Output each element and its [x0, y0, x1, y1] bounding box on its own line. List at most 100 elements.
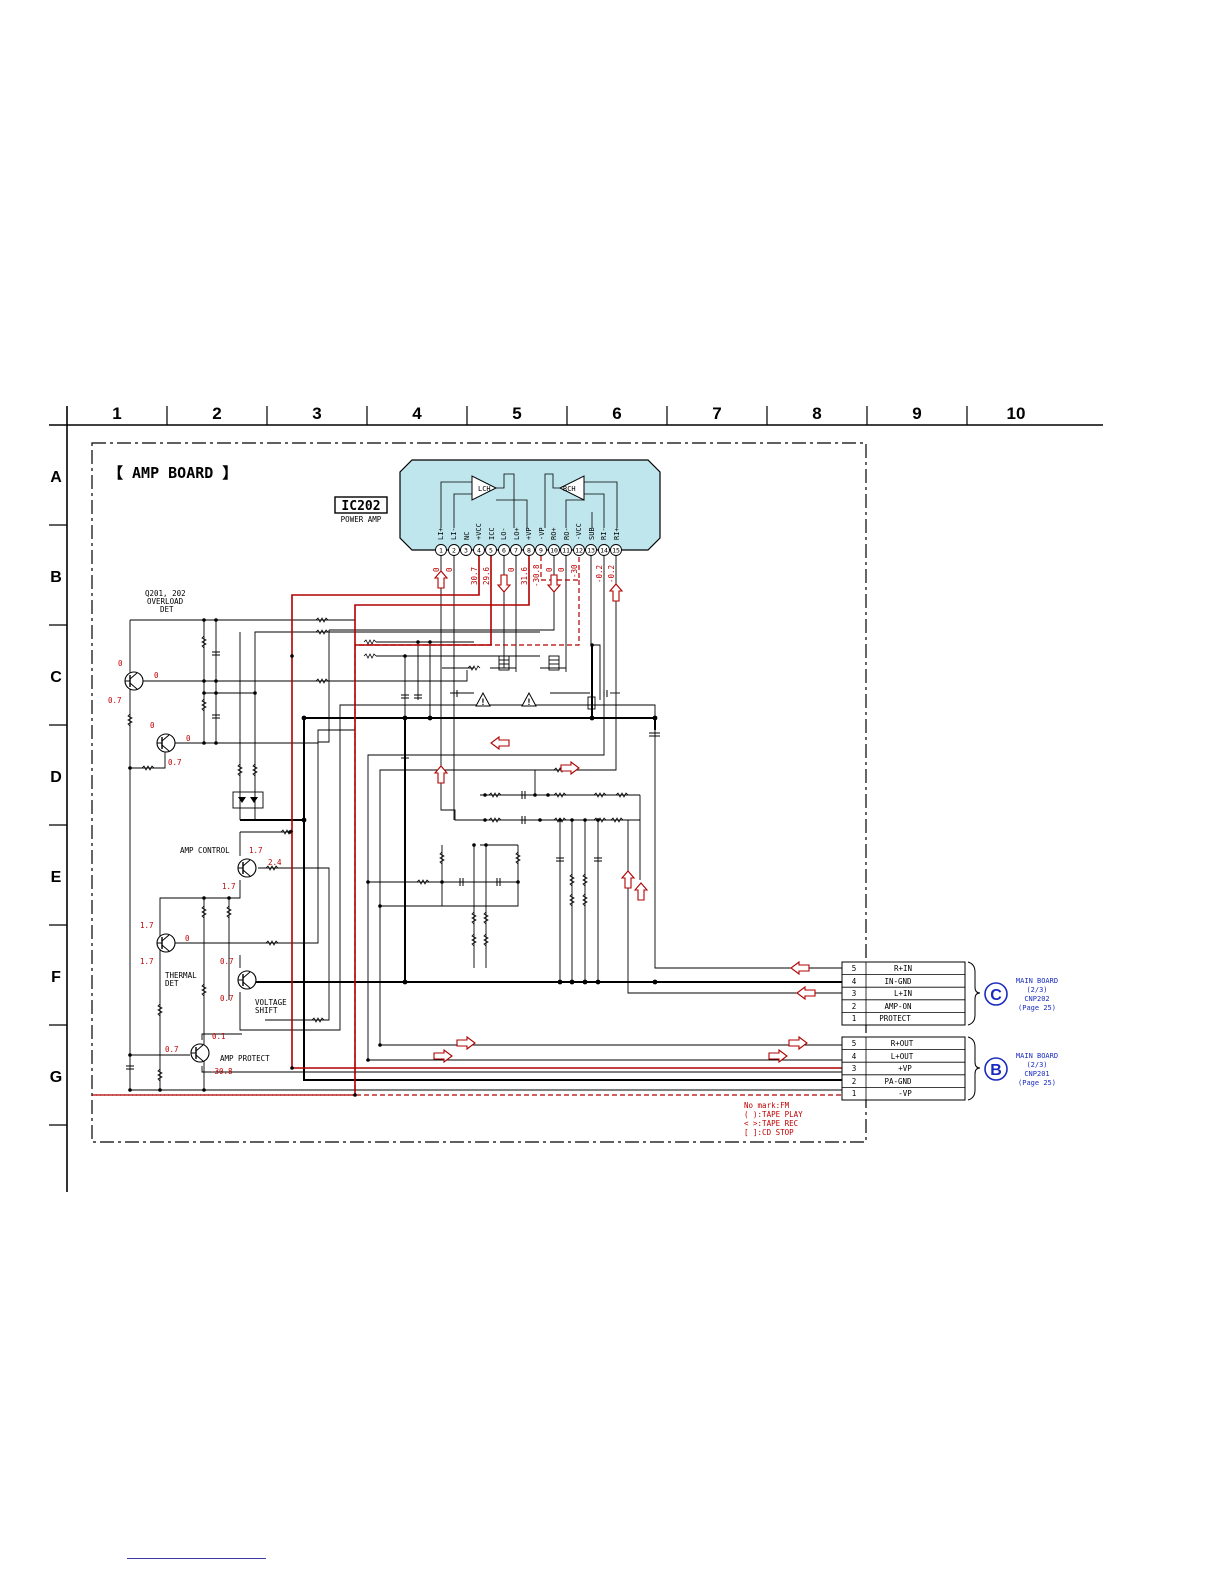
- cnc-pin-5: 5: [852, 964, 857, 973]
- pin-13-num: 13: [587, 547, 595, 555]
- cnb-pin-3: 3: [852, 1064, 857, 1073]
- transistor-voltages: 0 0.7 0 0 0 0.7 1.7 2.4 1.7 1.7 0 1.7 0.…: [108, 659, 282, 1076]
- grid-col-1: 1: [112, 404, 121, 423]
- pin-14-voltage: -0.2: [595, 565, 604, 583]
- pin-2-label: LI-: [450, 527, 458, 540]
- cnb-pin-5: 5: [852, 1039, 857, 1048]
- cnb-pin-1: 1: [852, 1089, 857, 1098]
- cnc-pin-3: 3: [852, 989, 857, 998]
- junction-dots: [128, 618, 658, 1097]
- pin-11-voltage: 0: [557, 567, 566, 572]
- pin-4-num: 4: [477, 547, 481, 555]
- overload-label-a: Q201, 202: [145, 589, 186, 598]
- grid-col-2: 2: [212, 404, 221, 423]
- pin-14-label: RI-: [600, 527, 608, 540]
- cnc-sig-5: R+IN: [894, 964, 912, 973]
- pin-1-num: 1: [439, 547, 443, 555]
- v-ac-e: 2.4: [268, 858, 282, 867]
- board-title: 【 AMP BOARD 】: [108, 464, 237, 482]
- v-ap-b: 0.7: [165, 1045, 179, 1054]
- cnc-pin-4: 4: [852, 977, 857, 986]
- cnb-sig-1: -VP: [898, 1089, 912, 1098]
- transistors: [124, 671, 257, 1063]
- pin-2-num: 2: [452, 547, 456, 555]
- cnc-title-c: CNP202: [1024, 995, 1049, 1003]
- legend: No mark:FM ( ):TAPE PLAY < >:TAPE REC [ …: [744, 1101, 803, 1137]
- pin-9-label: -VP: [538, 527, 546, 540]
- cnb-title-a: MAIN BOARD: [1016, 1052, 1058, 1060]
- v-th-b: 0: [185, 934, 190, 943]
- connector-b: 5 4 3 2 1 R+OUT L+OUT +VP PA-GND -VP B M…: [841, 1036, 1058, 1101]
- thermal-label-b: DET: [165, 979, 179, 988]
- cnc-sig-2: AMP-ON: [884, 1002, 911, 1011]
- ic202: IC202 POWER AMP LCH RCH LI+ LI- NC +VCC …: [334, 459, 661, 587]
- cnb-sig-5: R+OUT: [891, 1039, 914, 1048]
- pin-3-num: 3: [464, 547, 468, 555]
- cnc-title-b: (2/3): [1026, 986, 1047, 994]
- grid-row-d: D: [50, 769, 62, 786]
- pin-10-num: 10: [550, 547, 558, 555]
- v-ap-e: -30.8: [210, 1067, 233, 1076]
- black-traces: [129, 556, 842, 1091]
- v-ac-b: 1.7: [222, 882, 236, 891]
- grid-row-a: A: [50, 469, 62, 486]
- v-vs-e: 0.7: [220, 994, 234, 1003]
- legend-line-2: ( ):TAPE PLAY: [744, 1110, 803, 1119]
- amp-protect-label: AMP PROTECT: [220, 1054, 270, 1063]
- v-vs-c: 0.7: [220, 957, 234, 966]
- pin-12-voltage: -30: [570, 564, 579, 578]
- grid-row-f: F: [51, 969, 61, 986]
- diode-pair: [238, 797, 258, 803]
- pin-15-num: 15: [612, 547, 620, 555]
- rch-label: RCH: [563, 485, 576, 493]
- capacitors: [126, 651, 660, 1070]
- cnb-title-b: (2/3): [1026, 1061, 1047, 1069]
- cnb-sig-2: PA-GND: [884, 1077, 912, 1086]
- v-q202-e: 0.7: [168, 758, 182, 767]
- v-th-c: 1.7: [140, 921, 154, 930]
- overload-label-c: DET: [160, 605, 174, 614]
- overload-label-b: OVERLOAD: [147, 597, 184, 606]
- grid-col-8: 8: [812, 404, 821, 423]
- grid-row-c: C: [50, 669, 62, 686]
- grid-col-5: 5: [512, 404, 521, 423]
- grid-col-7: 7: [712, 404, 721, 423]
- pin-4-voltage: 30.7: [470, 567, 479, 585]
- cnc-pin-2: 2: [852, 1002, 857, 1011]
- svg-text:!: !: [480, 698, 485, 708]
- thermal-label-a: THERMAL: [165, 971, 197, 980]
- legend-line-3: < >:TAPE REC: [744, 1119, 798, 1128]
- v-q202-b: 0: [150, 721, 155, 730]
- pin-11-label: RO-: [563, 527, 571, 540]
- v-q201-e: 0.7: [108, 696, 122, 705]
- red-dashed-traces: [92, 556, 842, 1096]
- pin-13-label: SUB: [588, 527, 596, 540]
- grid-col-9: 9: [912, 404, 921, 423]
- pin-8-label: +VP: [525, 527, 533, 540]
- pin-7-label: LO+: [513, 527, 521, 540]
- voltage-shift-label-a: VOLTAGE: [255, 998, 287, 1007]
- coils: [232, 655, 596, 809]
- amp-control-label: AMP CONTROL: [180, 846, 230, 855]
- pin-9-num: 9: [539, 547, 543, 555]
- pin-1-label: LI+: [437, 527, 445, 540]
- grid-row-b: B: [50, 569, 62, 586]
- legend-line-1: No mark:FM: [744, 1101, 790, 1110]
- cnc-title-d: (Page 25): [1018, 1004, 1056, 1012]
- pin-7-num: 7: [514, 547, 518, 555]
- cnb-title-d: (Page 25): [1018, 1079, 1056, 1087]
- pin-15-voltage: -0.2: [607, 565, 616, 583]
- grid-row-e: E: [51, 869, 62, 886]
- pin-5-voltage: 29.6: [482, 566, 491, 585]
- v-q201-c: 0: [154, 671, 159, 680]
- pin-9-voltage: -30.8: [532, 564, 541, 587]
- cnb-pin-2: 2: [852, 1077, 857, 1086]
- cnb-sig-4: L+OUT: [891, 1052, 914, 1061]
- pin-8-num: 8: [527, 547, 531, 555]
- connector-b-badge: B: [990, 1062, 1002, 1079]
- caution-icon: ! !: [475, 691, 537, 708]
- annotations: Q201, 202 OVERLOAD DET AMP CONTROL THERM…: [145, 589, 287, 1063]
- grid-row-g: G: [50, 1069, 62, 1086]
- grid-col-6: 6: [612, 404, 621, 423]
